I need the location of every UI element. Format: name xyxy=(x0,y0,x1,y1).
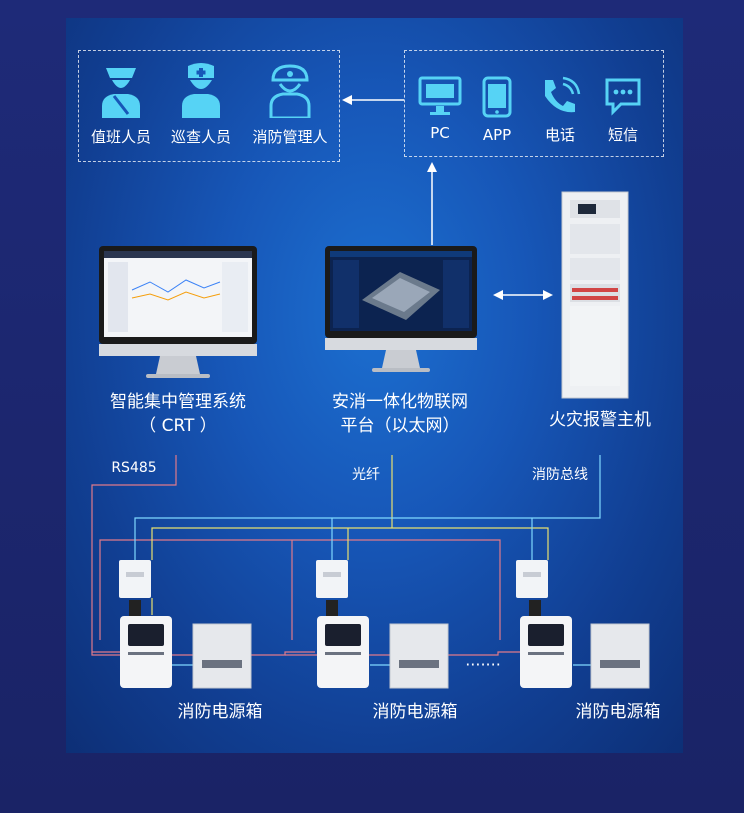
power-box-label-3: 消防电源箱 xyxy=(575,702,661,722)
fire-bus-label: 消防总线 xyxy=(532,467,588,483)
power-box-label-2: 消防电源箱 xyxy=(372,702,458,722)
arrow-head-left xyxy=(342,95,352,105)
power-box-1 xyxy=(192,623,252,689)
io-module-3 xyxy=(516,560,548,598)
personnel-inspector: 巡查人员 xyxy=(161,62,241,147)
monitor-unit-2 xyxy=(317,600,369,688)
io-module-2 xyxy=(316,560,348,598)
platform-monitor xyxy=(325,246,477,372)
ellipsis-dots: ······· xyxy=(465,655,501,674)
power-box-2 xyxy=(389,623,449,689)
duty-officer-icon xyxy=(102,68,140,118)
sms-icon xyxy=(605,78,641,116)
channel-app: APP xyxy=(457,76,537,144)
channel-label: PC xyxy=(430,124,450,142)
io-module-1 xyxy=(119,560,151,598)
fire-manager-icon xyxy=(269,64,311,118)
arrow-head-up xyxy=(427,162,437,172)
personnel-label: 值班人员 xyxy=(90,128,151,146)
channel-label: 电话 xyxy=(544,126,575,144)
smartphone-icon xyxy=(482,76,512,118)
phone-call-icon xyxy=(545,76,581,113)
platform-label-line1: 安消一体化物联网 xyxy=(332,392,468,412)
platform-label: 安消一体化物联网 平台（以太网） xyxy=(310,390,490,438)
rs485-label: RS485 xyxy=(111,460,157,476)
channel-pc: PC xyxy=(400,76,480,142)
personnel-group xyxy=(78,50,340,162)
channel-label: APP xyxy=(482,126,512,144)
crt-label-line1: 智能集中管理系统 xyxy=(110,392,246,412)
crt-monitor xyxy=(99,246,257,378)
crt-label: 智能集中管理系统 （ CRT ） xyxy=(88,390,268,438)
crt-label-line2: （ CRT ） xyxy=(139,416,217,436)
power-box-label-1: 消防电源箱 xyxy=(177,702,263,722)
monitor-icon xyxy=(418,76,462,115)
platform-label-line2: 平台（以太网） xyxy=(340,416,460,436)
personnel-manager: 消防管理人 xyxy=(250,62,330,147)
channel-phone: 电话 xyxy=(520,76,600,145)
channel-sms: 短信 xyxy=(583,76,663,145)
channel-group xyxy=(404,50,664,157)
fire-alarm-label: 火灾报警主机 xyxy=(549,410,651,430)
personnel-label: 巡查人员 xyxy=(170,128,231,146)
fire-bus-line xyxy=(134,455,601,560)
monitor-unit-3 xyxy=(520,600,572,688)
rs485-line xyxy=(91,455,177,653)
fiber-label: 光纤 xyxy=(352,467,380,483)
fire-alarm-cabinet xyxy=(561,191,629,399)
personnel-duty: 值班人员 xyxy=(81,62,161,147)
channel-label: 短信 xyxy=(607,126,638,144)
inspector-icon xyxy=(182,63,220,118)
monitor-unit-1 xyxy=(120,600,172,688)
power-box-3 xyxy=(590,623,650,689)
personnel-label: 消防管理人 xyxy=(252,128,328,146)
